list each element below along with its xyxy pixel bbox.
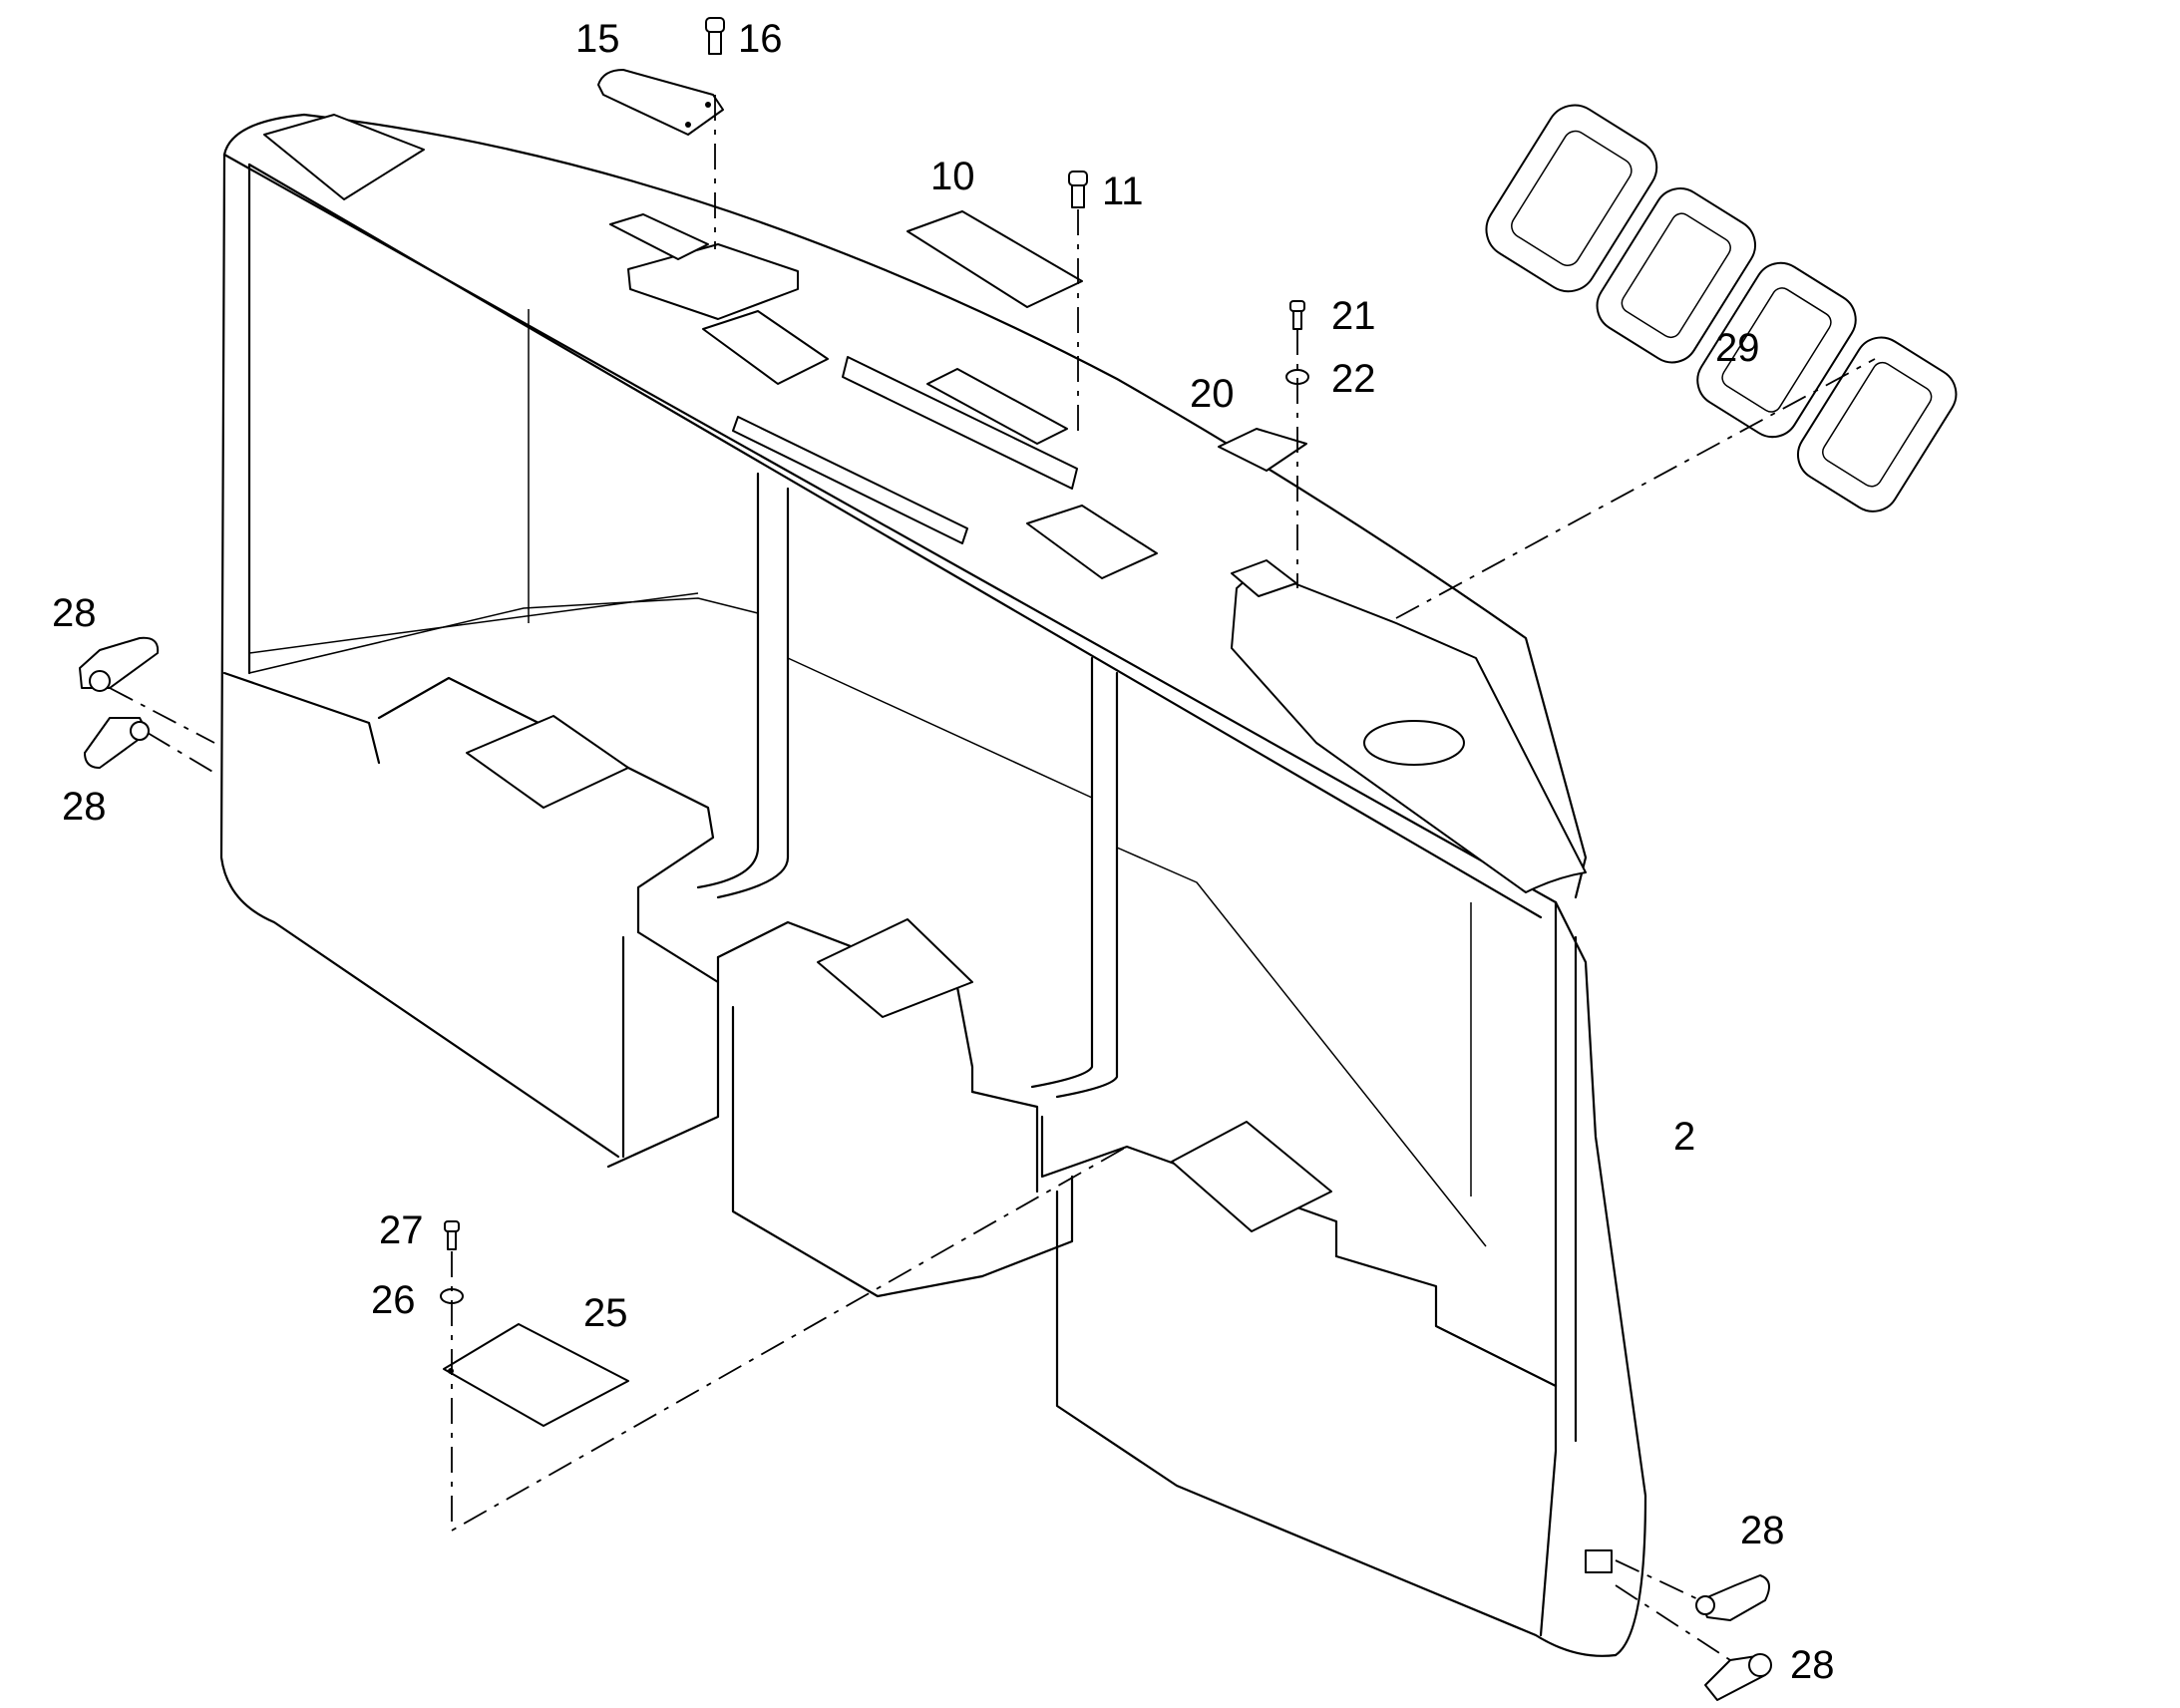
mounting-plate-15	[597, 69, 724, 136]
callout-22: 22	[1331, 357, 1376, 401]
counterweight-body	[219, 113, 1647, 1657]
hook-28-left-top	[79, 636, 160, 692]
callout-10: 10	[930, 155, 975, 198]
callout-26: 26	[371, 1278, 416, 1322]
bolt-11	[1068, 171, 1088, 208]
hook-28-right-bottom	[1704, 1653, 1772, 1701]
bolt-21	[1289, 300, 1305, 330]
hook-28-right-top	[1695, 1574, 1770, 1621]
bolt-16	[705, 17, 725, 55]
callout-16: 16	[738, 17, 783, 61]
bolt-27	[444, 1220, 460, 1250]
cover-20	[1218, 428, 1307, 472]
hook-28-left-bottom	[84, 717, 150, 769]
callout-28-right-bottom: 28	[1790, 1643, 1835, 1687]
cover-plate-10	[907, 210, 1083, 308]
emblem-29	[1485, 104, 1958, 512]
callout-27: 27	[379, 1208, 424, 1252]
callout-15: 15	[575, 17, 620, 61]
cover-25	[443, 1323, 629, 1427]
callout-25: 25	[583, 1291, 628, 1335]
callout-11: 11	[1102, 170, 1144, 213]
callout-28-right-top: 28	[1740, 1509, 1785, 1552]
callout-29: 29	[1715, 326, 1760, 370]
callout-20: 20	[1190, 372, 1235, 416]
callout-28-left-top: 28	[52, 591, 97, 635]
callout-2: 2	[1673, 1115, 1695, 1159]
callout-28-left-bottom: 28	[62, 785, 107, 829]
callout-21: 21	[1331, 294, 1376, 338]
